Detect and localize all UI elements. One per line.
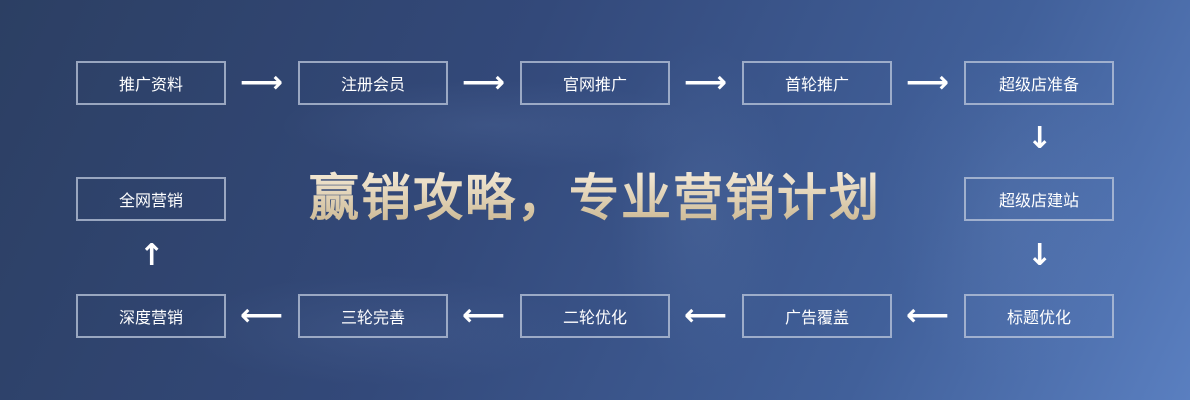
arrow-left-icon: ⟵ (906, 298, 950, 333)
arrow-right-icon: ⟶ (240, 65, 284, 100)
arrow-down-icon: ↓ (1027, 121, 1053, 156)
step-box: 超级店准备 (964, 61, 1114, 105)
step-box: 标题优化 (964, 294, 1114, 338)
arrow-left-icon: ⟵ (462, 298, 506, 333)
step-box: 推广资料 (76, 61, 226, 105)
arrow-right-icon: ⟶ (462, 65, 506, 100)
step-box: 官网推广 (520, 61, 670, 105)
arrow-right-icon: ⟶ (906, 65, 950, 100)
arrow-up-icon: ↑ (139, 238, 165, 273)
step-box: 二轮优化 (520, 294, 670, 338)
arrow-right-icon: ⟶ (684, 65, 728, 100)
step-box: 首轮推广 (742, 61, 892, 105)
step-box: 深度营销 (76, 294, 226, 338)
step-box: 注册会员 (298, 61, 448, 105)
step-box: 超级店建站 (964, 177, 1114, 221)
banner-title: 赢销攻略，专业营销计划 (300, 168, 890, 228)
arrow-left-icon: ⟵ (684, 298, 728, 333)
arrow-down-icon: ↓ (1027, 238, 1053, 273)
step-box: 广告覆盖 (742, 294, 892, 338)
step-box: 全网营销 (76, 177, 226, 221)
arrow-left-icon: ⟵ (240, 298, 284, 333)
step-box: 三轮完善 (298, 294, 448, 338)
